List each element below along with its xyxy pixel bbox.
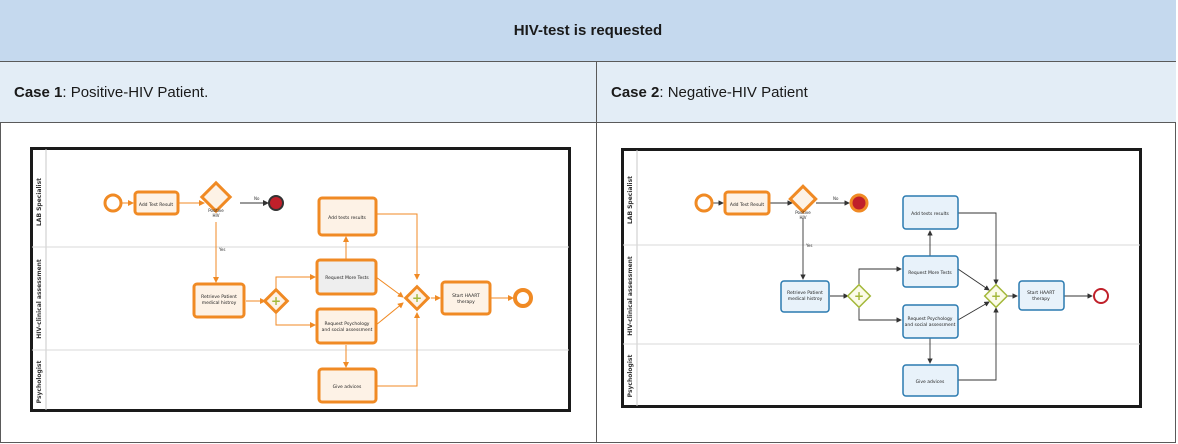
svg-text:Retrieve Patient: Retrieve Patient (201, 294, 237, 300)
case2-flow-yes: Yes (805, 243, 812, 248)
svg-text:Add Test Result: Add Test Result (139, 202, 174, 208)
case1-task-start-haart: Start HAART therapy (440, 280, 492, 316)
case1-end-event (513, 288, 533, 308)
case2-lane-lab: LAB Specialist (627, 176, 634, 224)
svg-text:Retrieve Patient: Retrieve Patient (787, 290, 823, 296)
case2-task-add-test-result: Add Test Result (723, 190, 771, 216)
case2-start-event (694, 193, 714, 213)
case1-gateway-positive: Positive HIV (199, 180, 233, 218)
case2-task-request-psychology: Request Psychology and social assessment (902, 304, 959, 339)
svg-text:Add tests results: Add tests results (328, 215, 366, 221)
case2-label: Case 2 (611, 83, 660, 101)
case1-start-event (103, 193, 123, 213)
case2-diagram: LAB Specialist HIV-clinical assessment P… (621, 148, 1142, 408)
case2-flow-no: No (833, 196, 839, 201)
case1-task-request-more-tests: Request More Tests (315, 258, 378, 296)
case1-lane-lab: LAB Specialist (36, 178, 43, 226)
svg-text:medical histroy: medical histroy (202, 300, 237, 306)
case2-parallel-gateway-split: + (846, 283, 872, 309)
case1-parallel-gateway-split: + (262, 287, 290, 315)
svg-text:Positive: Positive (795, 210, 811, 215)
case1-task-add-test-result: Add Test Result (133, 190, 180, 216)
case1-task-give-advices: Give advices (317, 367, 378, 404)
case1-lane-psych: Psychologist (36, 361, 43, 404)
case1-lane-clinical: HIV-clinical assessment (36, 259, 43, 339)
case1-task-request-psychology: Request Psychology and social assessment (315, 307, 378, 345)
case2-task-give-advices: Give advices (902, 364, 959, 397)
case1-parallel-gateway-join: + (403, 284, 431, 312)
svg-text:Request Psychology: Request Psychology (325, 321, 370, 327)
case2-lane-clinical: HIV-clinical assessment (627, 256, 634, 336)
column-divider (596, 123, 597, 443)
table-header: HIV-test is requested (0, 0, 1176, 62)
case2-header: Case 2: Negative-HIV Patient (597, 62, 1176, 123)
case1-flow-no: No (254, 196, 260, 201)
case1-flow-yes: Yes (218, 247, 225, 252)
svg-text:therapy: therapy (1032, 296, 1050, 302)
svg-text:Request Psychology: Request Psychology (908, 316, 953, 322)
case2-pool (621, 148, 1142, 408)
case2-lane-psych: Psychologist (627, 355, 634, 398)
case1-task-add-tests-results: Add tests results (317, 196, 378, 237)
case1-task-retrieve-history: Retrieve Patient medical histroy (192, 282, 246, 319)
case2-parallel-gateway-join: + (983, 283, 1009, 309)
case1-text: : Positive-HIV Patient. (62, 83, 209, 101)
svg-text:Add tests results: Add tests results (911, 211, 949, 217)
svg-text:+: + (271, 294, 281, 308)
svg-text:medical histroy: medical histroy (788, 296, 823, 302)
svg-text:Request More Tests: Request More Tests (325, 275, 369, 281)
svg-text:HIV: HIV (213, 213, 220, 218)
svg-text:and social assessment: and social assessment (905, 322, 956, 328)
svg-text:HIV: HIV (800, 215, 807, 220)
case1-label: Case 1 (14, 83, 63, 101)
case1-header: Case 1: Positive-HIV Patient. (0, 62, 597, 123)
svg-text:Give advices: Give advices (916, 379, 945, 385)
svg-text:and social assessment: and social assessment (322, 327, 373, 333)
case2-gateway-positive: Positive HIV (788, 184, 818, 220)
case2-task-request-more-tests: Request More Tests (902, 255, 959, 288)
svg-text:Give advices: Give advices (333, 384, 362, 390)
svg-text:therapy: therapy (457, 299, 475, 305)
case2-task-retrieve-history: Retrieve Patient medical histroy (780, 280, 830, 313)
case2-task-add-tests-results: Add tests results (902, 195, 959, 230)
case2-task-start-haart: Start HAART therapy (1018, 280, 1065, 311)
case2-text: : Negative-HIV Patient (659, 83, 808, 101)
svg-text:+: + (854, 289, 864, 303)
svg-text:Request More Tests: Request More Tests (908, 270, 952, 276)
svg-text:Positive: Positive (208, 208, 224, 213)
case1-diagram: LAB Specialist HIV-clinical assessment P… (30, 147, 571, 412)
case2-end-event-no (849, 193, 869, 213)
case2-end-event (1093, 288, 1109, 304)
svg-text:Add Test Result: Add Test Result (730, 202, 765, 208)
svg-text:Start HAART: Start HAART (452, 293, 480, 299)
svg-text:+: + (991, 289, 1001, 303)
case1-pool (30, 147, 571, 412)
case1-end-event-no (268, 195, 284, 211)
svg-text:+: + (412, 291, 422, 305)
svg-text:Start HAART: Start HAART (1027, 290, 1055, 296)
